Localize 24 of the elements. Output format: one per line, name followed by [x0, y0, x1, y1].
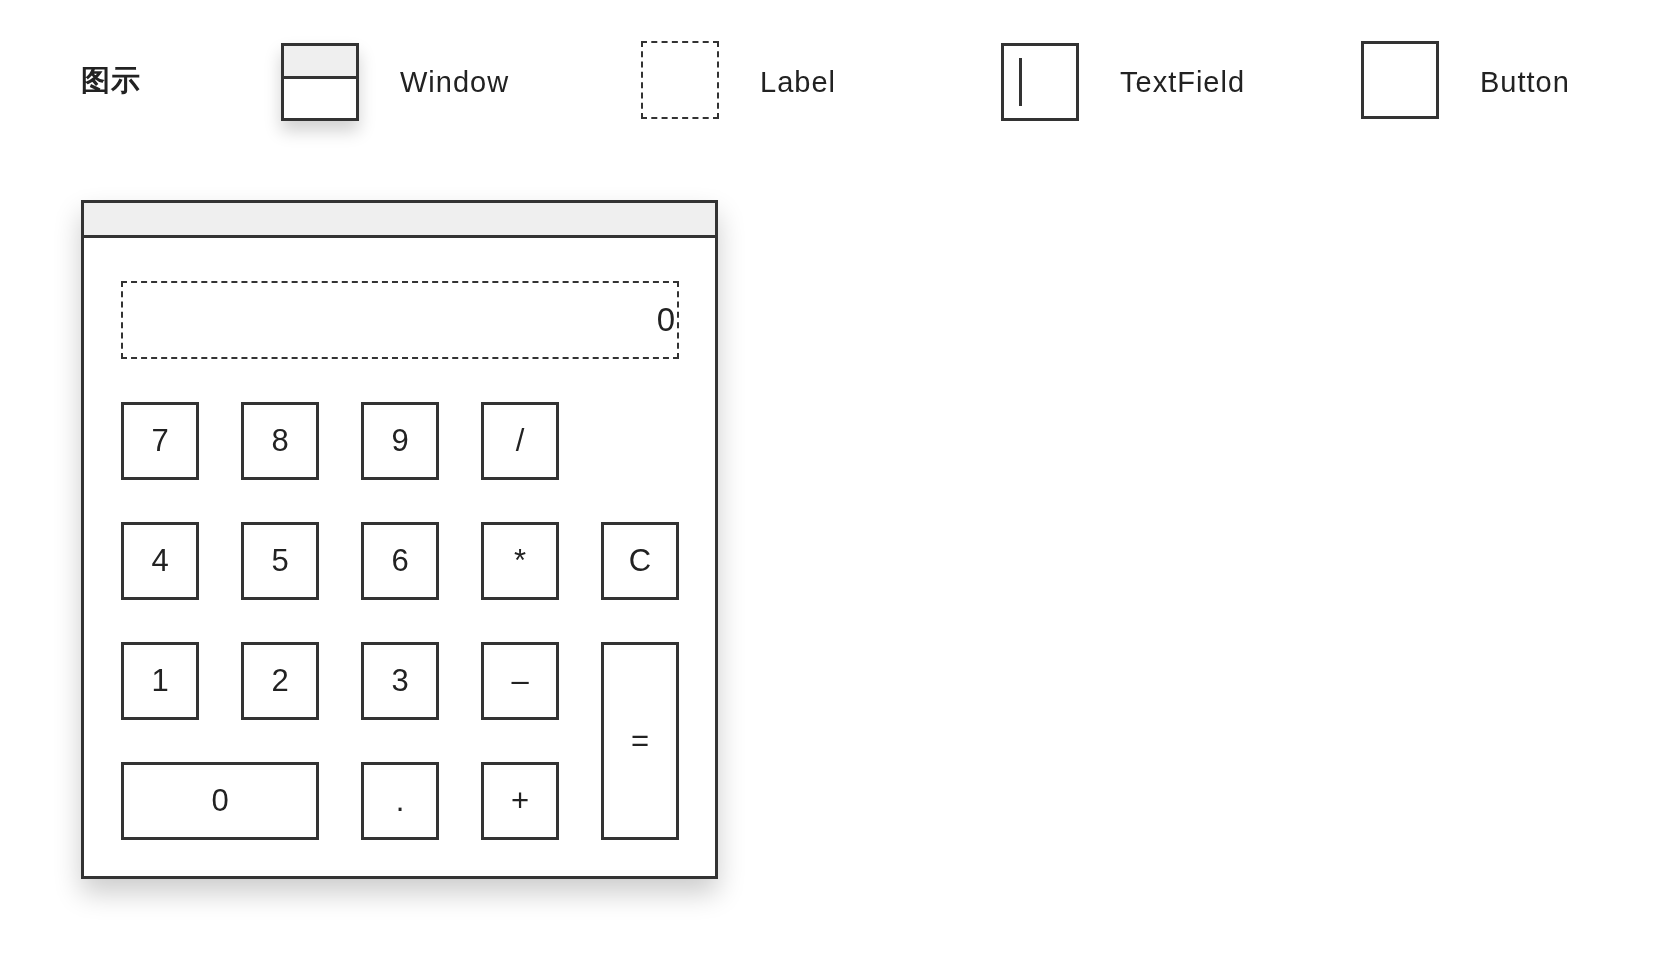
legend-heading: 图示 — [81, 66, 141, 95]
calculator-button: 4 — [121, 522, 199, 600]
calculator-button: C — [601, 522, 679, 600]
legend-label: TextField — [1120, 68, 1246, 97]
calculator-button: . — [361, 762, 439, 840]
legend-label: Label — [760, 68, 836, 97]
window-frame — [81, 200, 718, 879]
calculator-button: 0 — [121, 762, 319, 840]
calculator-button: – — [481, 642, 559, 720]
calculator-button: 2 — [241, 642, 319, 720]
display-label: 0 — [121, 281, 679, 359]
calculator-button: 9 — [361, 402, 439, 480]
calculator-button: 7 — [121, 402, 199, 480]
calculator-button: 1 — [121, 642, 199, 720]
calculator-button: * — [481, 522, 559, 600]
calculator-button: / — [481, 402, 559, 480]
calculator-button: 5 — [241, 522, 319, 600]
calculator-button: + — [481, 762, 559, 840]
calculator-button: 6 — [361, 522, 439, 600]
legend-label: Window — [400, 68, 510, 97]
calculator-button: = — [601, 642, 679, 840]
calculator-button: 8 — [241, 402, 319, 480]
calculator-button: 3 — [361, 642, 439, 720]
legend-label: Button — [1480, 68, 1570, 97]
